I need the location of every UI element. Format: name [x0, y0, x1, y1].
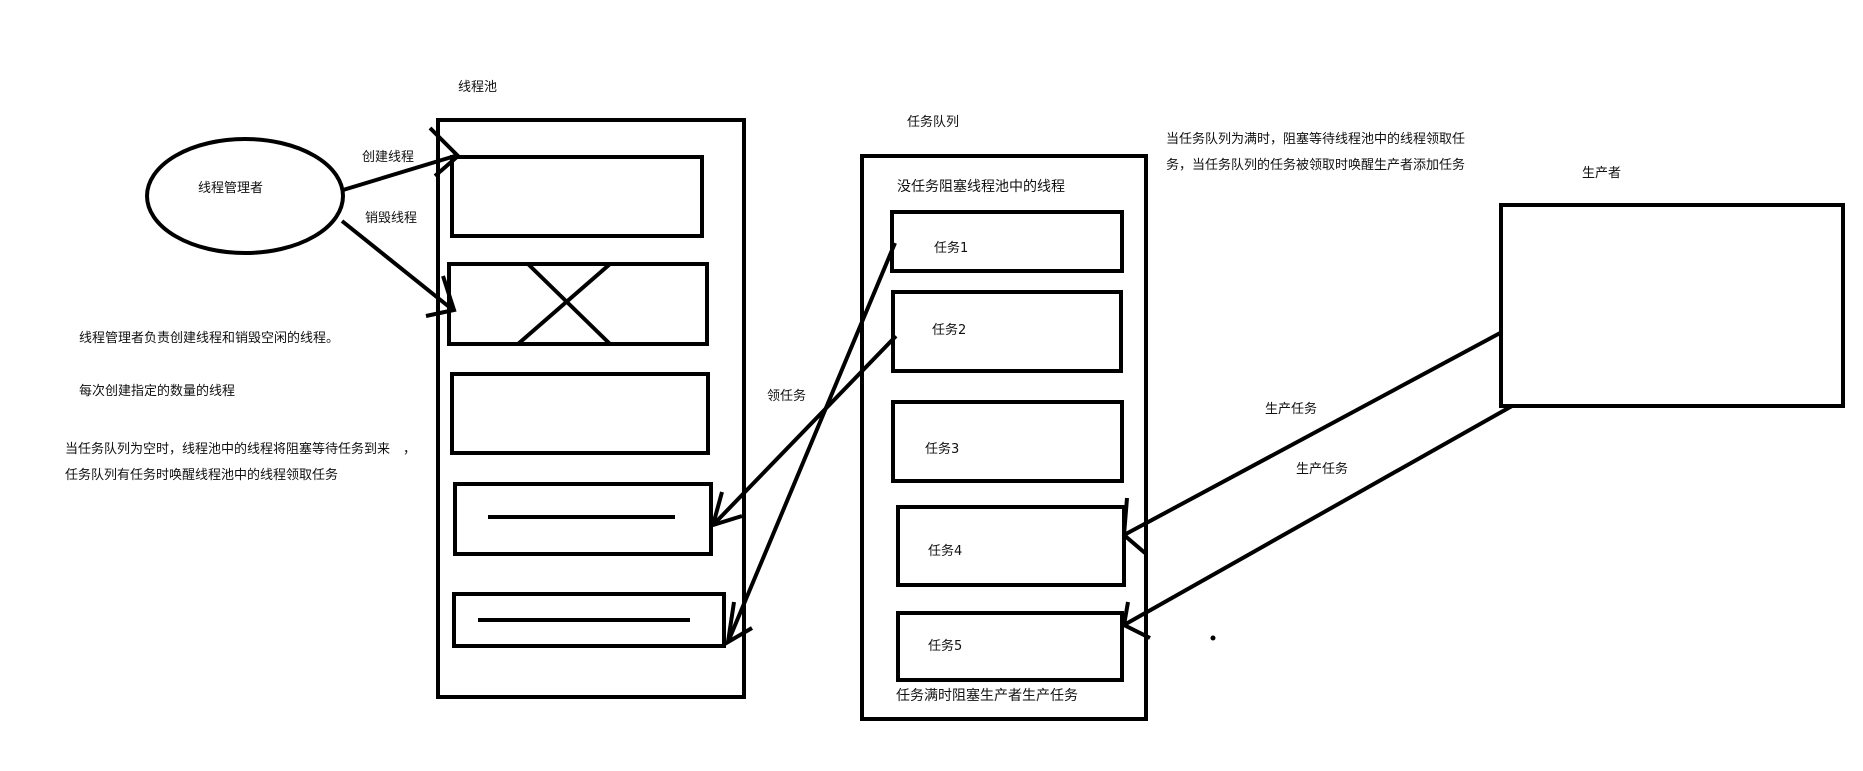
- create-thread-arrowhead: [428, 126, 461, 178]
- thread-slot-2-destroyed: [447, 262, 709, 346]
- queue-container: [860, 154, 1148, 721]
- thread-slot-4-busy: [453, 482, 713, 556]
- thread-slot-5-busy: [452, 592, 726, 648]
- create-thread-arrow: [342, 154, 456, 192]
- fetch-arrow-2: [711, 334, 898, 527]
- fetch-arrow-1: [726, 242, 897, 643]
- task-box-4: [896, 505, 1126, 587]
- pool-title: 线程池: [458, 80, 498, 95]
- task-label-4: 任务4: [928, 544, 963, 559]
- produce-arrowhead-1: [1121, 497, 1147, 555]
- produce-task-label-1: 生产任务: [1265, 402, 1318, 417]
- produce-arrowhead-2: [1121, 601, 1151, 640]
- produce-arrow-2: [1123, 404, 1513, 627]
- queue-top-note: 没任务阻塞线程池中的线程: [897, 179, 1065, 195]
- fetch-arrowhead-1: [725, 601, 754, 646]
- destroyed-cross-b: [516, 262, 612, 346]
- destroy-thread-arrowhead: [425, 275, 457, 318]
- pool-container: [436, 118, 746, 699]
- destroy-thread-label: 销毁线程: [365, 211, 418, 226]
- producer-box: [1499, 203, 1845, 408]
- produce-arrow-1: [1123, 330, 1503, 537]
- task-label-3: 任务3: [925, 442, 960, 457]
- queue-title: 任务队列: [907, 115, 960, 130]
- queue-bottom-note: 任务满时阻塞生产者生产任务: [896, 688, 1078, 704]
- fetch-arrowhead-2: [710, 491, 743, 528]
- task-box-3: [891, 400, 1124, 483]
- destroy-thread-arrow: [340, 219, 455, 312]
- task-label-2: 任务2: [932, 323, 967, 338]
- stray-dot: [1210, 635, 1216, 641]
- task-box-2: [891, 290, 1123, 373]
- note-left-2: 每次创建指定的数量的线程: [79, 384, 236, 399]
- thread-slot-3: [450, 372, 710, 455]
- producer-title: 生产者: [1582, 166, 1622, 181]
- fetch-task-label: 领任务: [767, 389, 807, 404]
- task-label-1: 任务1: [934, 241, 969, 256]
- destroyed-cross-a: [526, 262, 612, 346]
- thread-slot-1: [450, 155, 704, 238]
- task-label-5: 任务5: [928, 639, 963, 654]
- produce-task-label-2: 生产任务: [1296, 462, 1349, 477]
- manager-ellipse: [145, 137, 345, 255]
- note-left-3: 当任务队列为空时，线程池中的线程将阻塞等待任务到来 ，任务队列有任务时唤醒线程池…: [65, 442, 417, 483]
- note-right-1: 当任务队列为满时，阻塞等待线程池中的线程领取任务，当任务队列的任务被领取时唤醒生…: [1166, 132, 1466, 173]
- manager-label: 线程管理者: [198, 181, 264, 196]
- task-box-1: [890, 210, 1124, 273]
- create-thread-label: 创建线程: [362, 150, 415, 165]
- task-box-5: [896, 611, 1124, 682]
- note-left-1: 线程管理者负责创建线程和销毁空闲的线程。: [79, 331, 340, 346]
